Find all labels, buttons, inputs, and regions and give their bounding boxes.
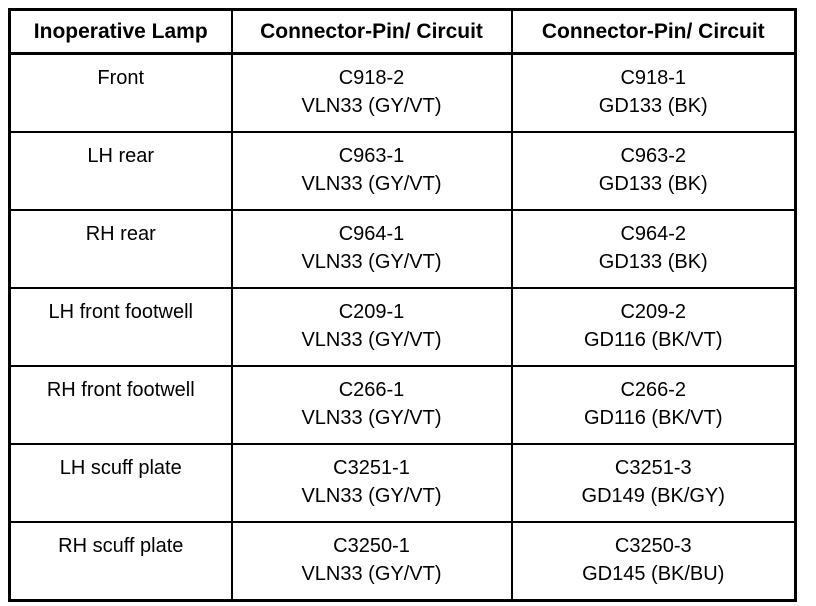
lamp-label: LH front footwell bbox=[48, 301, 193, 323]
table-row: LH rear C963-1 VLN33 (GY/VT) C963-2 GD13… bbox=[8, 131, 797, 211]
connector-pin: C918-1 bbox=[620, 67, 687, 89]
circuit: VLN33 (GY/VT) bbox=[301, 329, 442, 351]
circuit: VLN33 (GY/VT) bbox=[301, 173, 442, 195]
circuit: GD149 (BK/GY) bbox=[581, 485, 725, 507]
circuit: VLN33 (GY/VT) bbox=[301, 563, 442, 585]
lamp-cell: RH front footwell bbox=[8, 365, 233, 445]
connector-pin: C266-1 bbox=[338, 379, 405, 401]
table-row: Front C918-2 VLN33 (GY/VT) C918-1 GD133 … bbox=[8, 52, 797, 133]
lamp-cell: LH rear bbox=[8, 131, 233, 211]
connector-pin: C209-2 bbox=[620, 301, 687, 323]
lamp-cell: Front bbox=[8, 52, 233, 133]
connector-pin: C3251-3 bbox=[614, 457, 692, 479]
circuit: VLN33 (GY/VT) bbox=[301, 407, 442, 429]
connector-pin: C3250-1 bbox=[333, 535, 410, 557]
header-connector-pin-circuit-1: Connector-Pin/ Circuit bbox=[230, 8, 513, 55]
circuit: GD116 (BK/VT) bbox=[583, 329, 723, 351]
lamp-label: LH scuff plate bbox=[59, 457, 182, 479]
lamp-cell: LH scuff plate bbox=[8, 443, 233, 523]
lamp-cell: RH rear bbox=[8, 209, 233, 289]
connector-cell: C3251-3 GD149 (BK/GY) bbox=[510, 443, 797, 523]
connector-pin: C918-2 bbox=[338, 67, 405, 89]
table-row: RH front footwell C266-1 VLN33 (GY/VT) C… bbox=[8, 365, 797, 445]
circuit: VLN33 (GY/VT) bbox=[301, 485, 442, 507]
circuit: GD133 (BK) bbox=[598, 173, 708, 195]
circuit: GD145 (BK/BU) bbox=[582, 563, 725, 585]
table-row: LH front footwell C209-1 VLN33 (GY/VT) C… bbox=[8, 287, 797, 367]
table-row: RH scuff plate C3250-1 VLN33 (GY/VT) C32… bbox=[8, 521, 797, 602]
circuit: GD133 (BK) bbox=[598, 95, 708, 117]
table-row: RH rear C964-1 VLN33 (GY/VT) C964-2 GD13… bbox=[8, 209, 797, 289]
connector-cell: C918-2 VLN33 (GY/VT) bbox=[230, 52, 513, 133]
connector-cell: C3251-1 VLN33 (GY/VT) bbox=[230, 443, 513, 523]
connector-pin: C266-2 bbox=[620, 379, 687, 401]
connector-cell: C209-2 GD116 (BK/VT) bbox=[510, 287, 797, 367]
connector-cell: C3250-1 VLN33 (GY/VT) bbox=[230, 521, 513, 602]
lamp-cell: RH scuff plate bbox=[8, 521, 233, 602]
lamp-label: RH front footwell bbox=[46, 379, 195, 401]
table-header-row: Inoperative Lamp Connector-Pin/ Circuit … bbox=[8, 8, 797, 55]
connector-pin: C963-1 bbox=[338, 145, 405, 167]
connector-cell: C964-1 VLN33 (GY/VT) bbox=[230, 209, 513, 289]
circuit: GD133 (BK) bbox=[598, 251, 708, 273]
connector-cell: C963-1 VLN33 (GY/VT) bbox=[230, 131, 513, 211]
lamp-circuit-table: Inoperative Lamp Connector-Pin/ Circuit … bbox=[8, 8, 797, 602]
connector-pin: C963-2 bbox=[620, 145, 687, 167]
connector-cell: C964-2 GD133 (BK) bbox=[510, 209, 797, 289]
lamp-label: RH scuff plate bbox=[58, 535, 184, 557]
header-inoperative-lamp: Inoperative Lamp bbox=[8, 8, 233, 55]
lamp-label: LH rear bbox=[87, 145, 155, 167]
lamp-label: Front bbox=[97, 67, 145, 89]
connector-cell: C266-1 VLN33 (GY/VT) bbox=[230, 365, 513, 445]
connector-pin: C3251-1 bbox=[333, 457, 410, 479]
connector-cell: C918-1 GD133 (BK) bbox=[510, 52, 797, 133]
table-row: LH scuff plate C3251-1 VLN33 (GY/VT) C32… bbox=[8, 443, 797, 523]
circuit: VLN33 (GY/VT) bbox=[301, 251, 442, 273]
circuit: VLN33 (GY/VT) bbox=[301, 95, 442, 117]
lamp-cell: LH front footwell bbox=[8, 287, 233, 367]
connector-cell: C209-1 VLN33 (GY/VT) bbox=[230, 287, 513, 367]
connector-cell: C3250-3 GD145 (BK/BU) bbox=[510, 521, 797, 602]
circuit: GD116 (BK/VT) bbox=[583, 407, 723, 429]
lamp-label: RH rear bbox=[85, 223, 156, 245]
header-connector-pin-circuit-2: Connector-Pin/ Circuit bbox=[510, 8, 797, 55]
connector-pin: C209-1 bbox=[338, 301, 405, 323]
connector-pin: C964-1 bbox=[338, 223, 405, 245]
connector-cell: C266-2 GD116 (BK/VT) bbox=[510, 365, 797, 445]
connector-cell: C963-2 GD133 (BK) bbox=[510, 131, 797, 211]
connector-pin: C964-2 bbox=[620, 223, 687, 245]
connector-pin: C3250-3 bbox=[614, 535, 692, 557]
